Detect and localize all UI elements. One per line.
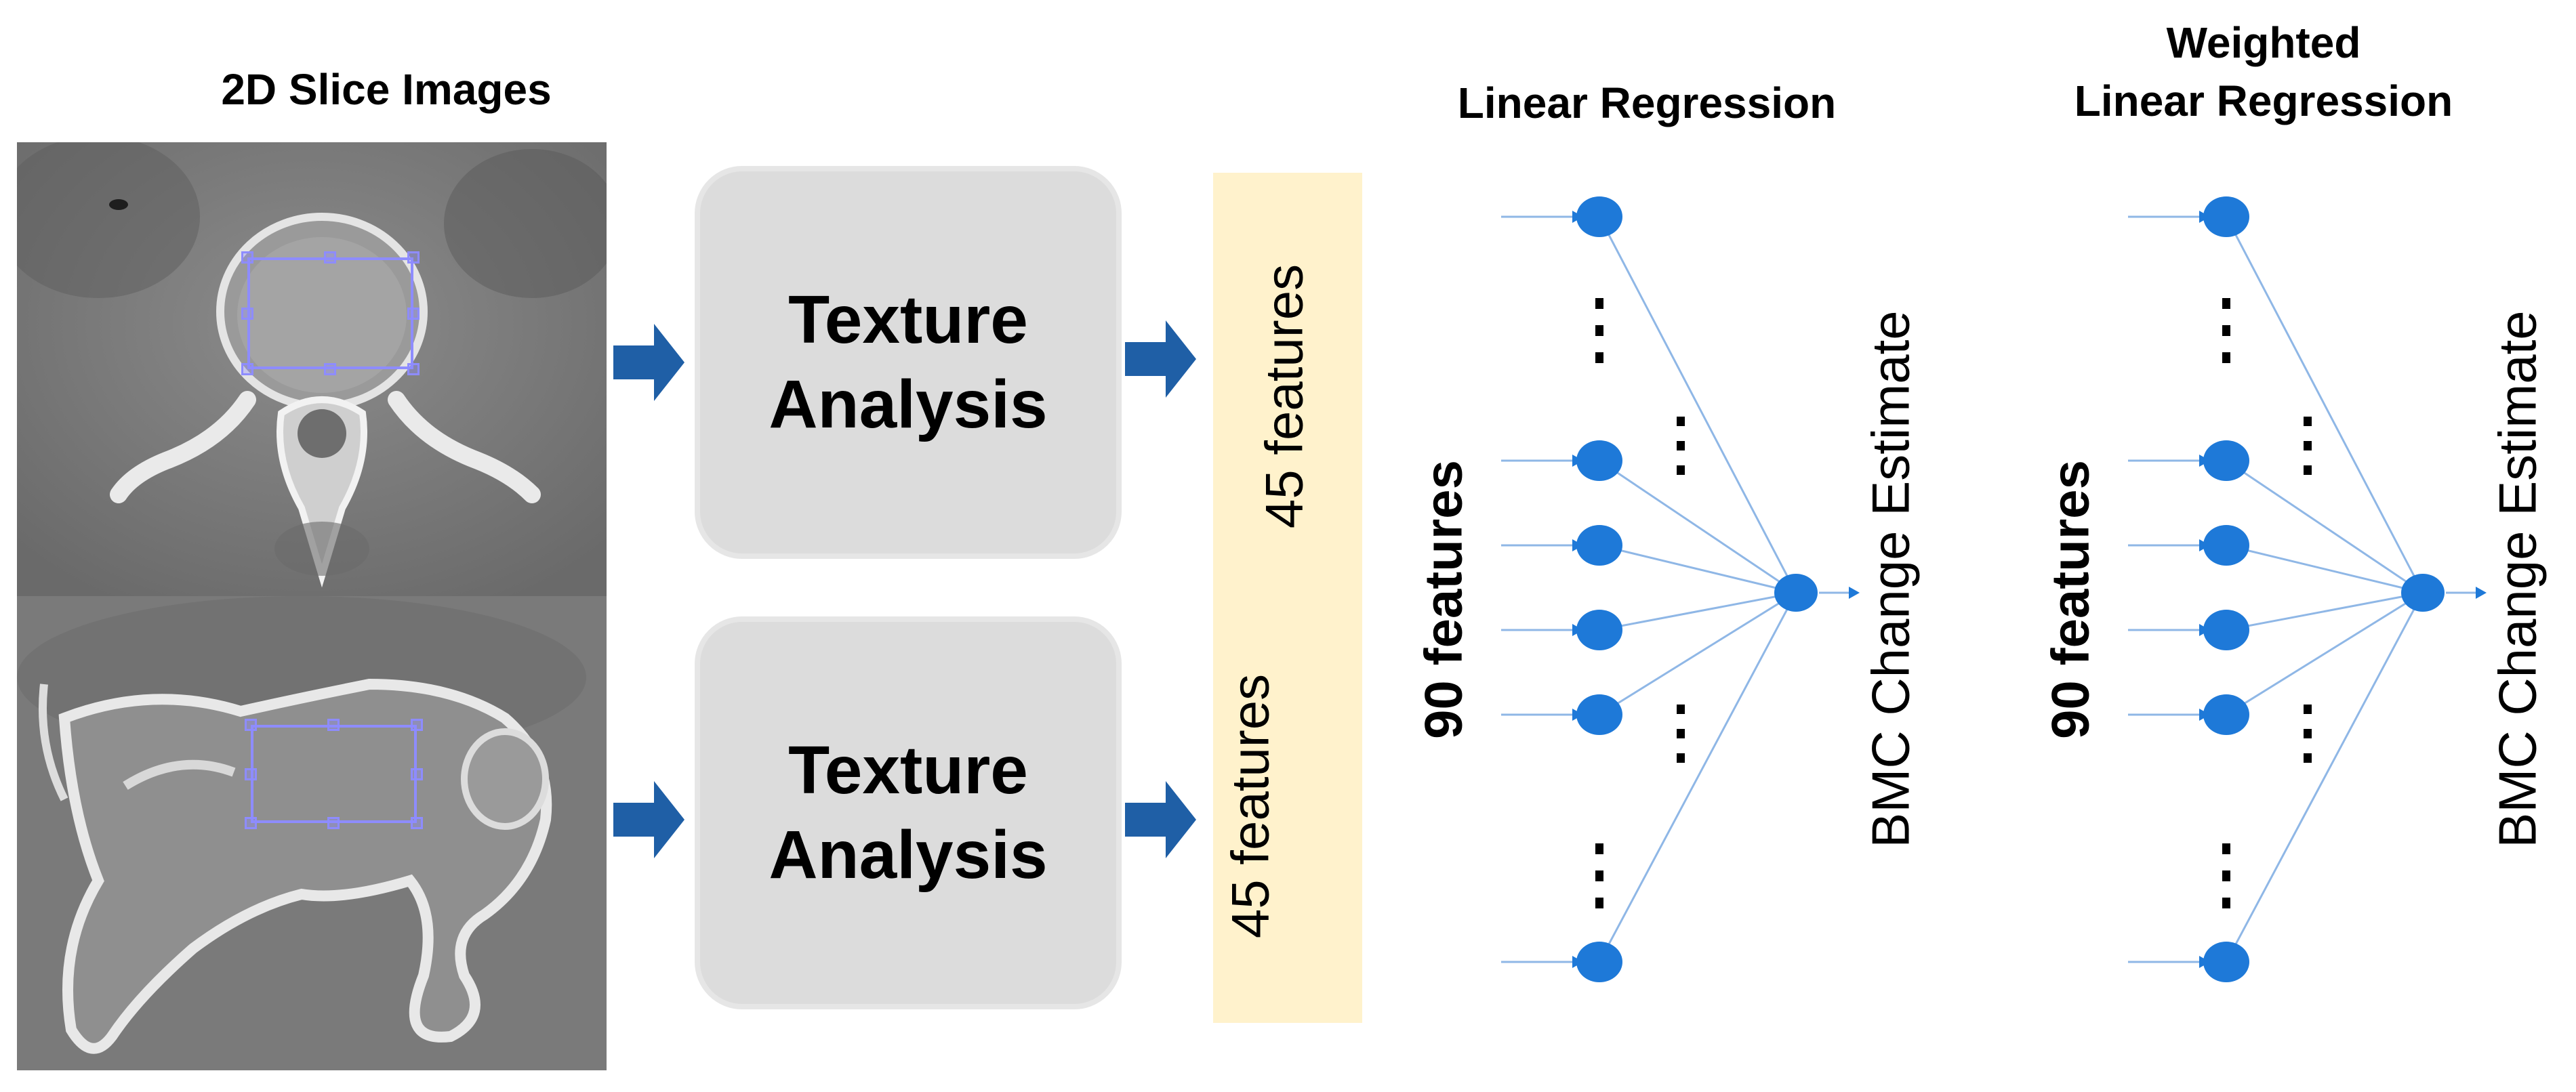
ellipsis-dot (1677, 441, 1685, 450)
ellipsis-dot (1677, 729, 1685, 738)
ellipsis-dot (2222, 870, 2230, 881)
roi-box-hip[interactable] (251, 725, 417, 823)
ellipsis-dot (1595, 843, 1603, 854)
texture-analysis-box-bottom: Texture Analysis (695, 616, 1122, 1009)
ellipsis-dot (1595, 870, 1603, 881)
output-node (1774, 574, 1818, 612)
output-arrow-head (1849, 587, 1860, 599)
arrow-right-icon (613, 781, 684, 858)
ellipsis-dot (2304, 465, 2312, 475)
roi-handle[interactable] (407, 251, 420, 264)
ct-slice-vertebra (17, 142, 607, 596)
ct-slice-hip (17, 596, 607, 1070)
roi-handle[interactable] (411, 768, 423, 780)
ellipsis-dot (1595, 352, 1603, 363)
output-node (2401, 574, 2445, 612)
linear-regression-network (1501, 196, 1860, 982)
network-edge (2226, 459, 2424, 594)
ellipsis-dot (1677, 417, 1685, 426)
ellipsis-dot (1677, 753, 1685, 763)
network-edge (1599, 459, 1797, 594)
roi-box-vertebra[interactable] (247, 257, 413, 369)
input-node (1576, 525, 1622, 566)
network-edge (2225, 216, 2424, 593)
network-edge (1598, 592, 1797, 963)
roi-handle[interactable] (245, 817, 257, 829)
roi-handle[interactable] (245, 719, 257, 731)
output-arrow-head (2476, 587, 2487, 599)
arrow-right-icon (613, 324, 684, 401)
network-edge (2226, 591, 2424, 716)
input-features-label: 90 features (1413, 460, 1473, 739)
arrow-right-icon (1125, 320, 1196, 398)
input-node (2203, 610, 2249, 650)
ellipsis-dot (1595, 298, 1603, 309)
vertebra-ct-image (17, 142, 607, 596)
input-node (1576, 942, 1622, 982)
input-node (1576, 196, 1622, 237)
texture-analysis-box-top: Texture Analysis (695, 166, 1122, 559)
ellipsis-dot (2222, 325, 2230, 336)
output-label: BMC Change Estimate (2487, 310, 2548, 848)
input-features-label: 90 features (2040, 460, 2100, 739)
texture-analysis-label: Texture Analysis (769, 732, 1048, 893)
roi-handle[interactable] (327, 719, 340, 731)
roi-handle[interactable] (241, 308, 253, 320)
roi-handle[interactable] (324, 363, 336, 375)
ellipsis-dot (1677, 465, 1685, 475)
input-node (1576, 610, 1622, 650)
ellipsis-dot (1677, 705, 1685, 714)
roi-handle[interactable] (411, 719, 423, 731)
network-edge (2226, 544, 2424, 594)
hip-ct-image (17, 596, 607, 1070)
weighted-linear-regression-network (2128, 196, 2487, 982)
network-edge (1599, 591, 1797, 716)
ellipsis-dot (2222, 298, 2230, 309)
ellipsis-dot (2304, 417, 2312, 426)
roi-handle[interactable] (407, 308, 420, 320)
ellipsis-dot (2304, 753, 2312, 763)
roi-handle[interactable] (241, 251, 253, 264)
model-title-weighted-linear-regression: Weighted Linear Regression (2074, 18, 2453, 126)
input-title: 2D Slice Images (221, 65, 552, 114)
input-node (1576, 440, 1622, 481)
roi-handle[interactable] (411, 817, 423, 829)
ellipsis-dot (1595, 325, 1603, 336)
roi-handle[interactable] (327, 817, 340, 829)
features-label-top: 45 features (1254, 264, 1314, 529)
input-node (2203, 196, 2249, 237)
roi-handle[interactable] (245, 768, 257, 780)
ellipsis-dot (2222, 352, 2230, 363)
model-title-linear-regression: Linear Regression (1457, 79, 1837, 127)
network-edge (1599, 591, 1797, 631)
output-label: BMC Change Estimate (1860, 310, 1921, 848)
ellipsis-dot (1595, 898, 1603, 908)
ellipsis-dot (2304, 441, 2312, 450)
arrow-right-icon (1125, 781, 1196, 858)
network-edge (2226, 591, 2424, 631)
input-node (2203, 440, 2249, 481)
network-edge (1598, 216, 1797, 593)
input-node (2203, 525, 2249, 566)
network-edge (2225, 592, 2424, 963)
ellipsis-dot (2304, 729, 2312, 738)
input-node (2203, 694, 2249, 735)
roi-handle[interactable] (407, 363, 420, 375)
roi-handle[interactable] (241, 363, 253, 375)
input-node (2203, 942, 2249, 982)
texture-analysis-label: Texture Analysis (769, 282, 1048, 442)
network-edge (1599, 544, 1797, 594)
features-label-bottom: 45 features (1220, 673, 1280, 939)
ellipsis-dot (2222, 898, 2230, 908)
ellipsis-dot (2222, 843, 2230, 854)
input-node (1576, 694, 1622, 735)
ellipsis-dot (2304, 705, 2312, 714)
roi-handle[interactable] (324, 251, 336, 264)
features-strip (1213, 173, 1362, 1023)
